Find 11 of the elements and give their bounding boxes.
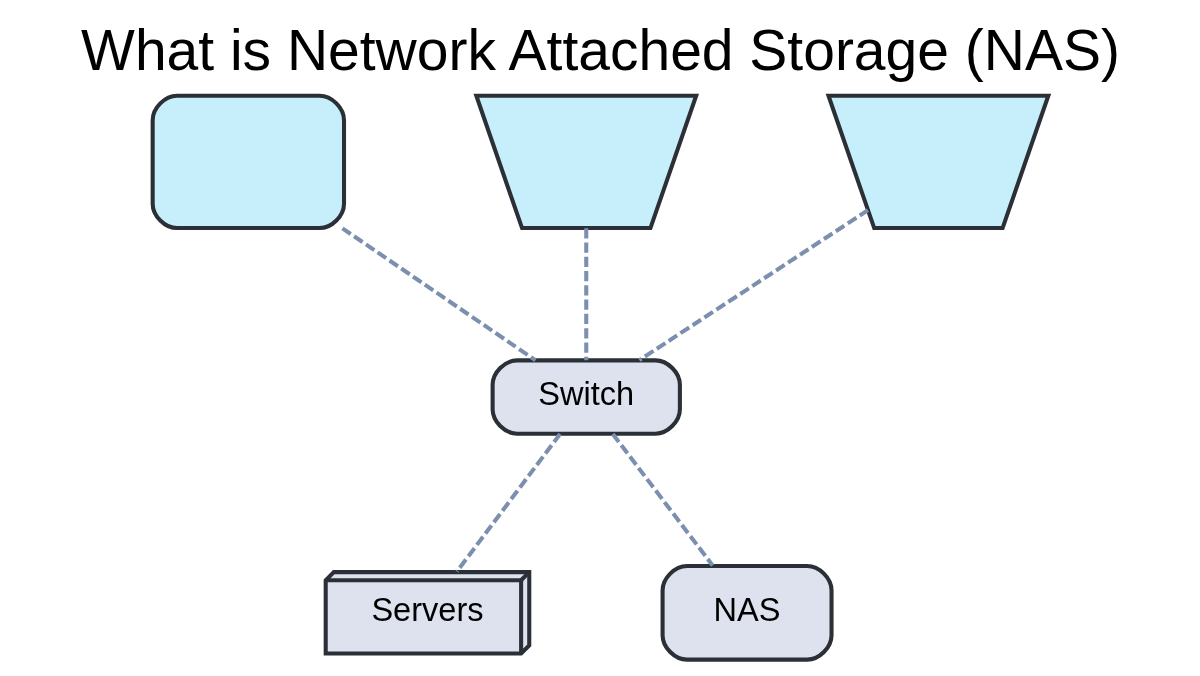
node-monitor bbox=[150, 93, 346, 231]
connector bbox=[637, 208, 869, 362]
node-laptop bbox=[825, 93, 1051, 231]
node-box: Switch bbox=[490, 358, 682, 436]
connector bbox=[610, 432, 714, 567]
connector bbox=[454, 432, 562, 573]
connector bbox=[340, 226, 537, 362]
node-box: NAS bbox=[660, 563, 834, 662]
node-laptop bbox=[472, 93, 699, 231]
connector bbox=[583, 228, 588, 361]
diagram-title: What is Network Attached Storage (NAS) bbox=[80, 18, 1120, 83]
